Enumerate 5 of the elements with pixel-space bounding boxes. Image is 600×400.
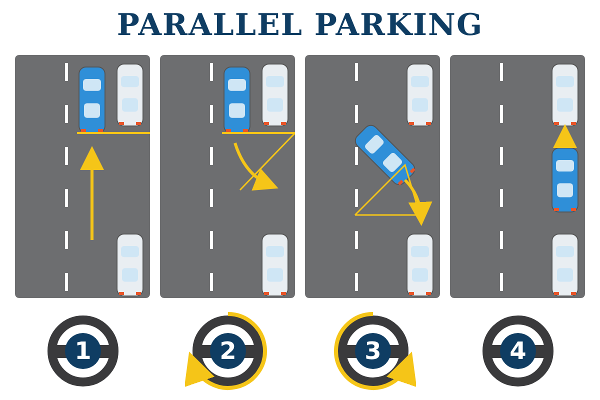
title: PARALLEL PARKING [116,8,484,43]
step-number: 2 [218,336,238,366]
step-number: 1 [74,336,92,366]
step-number: 3 [364,336,382,366]
step-number: 4 [508,336,528,366]
